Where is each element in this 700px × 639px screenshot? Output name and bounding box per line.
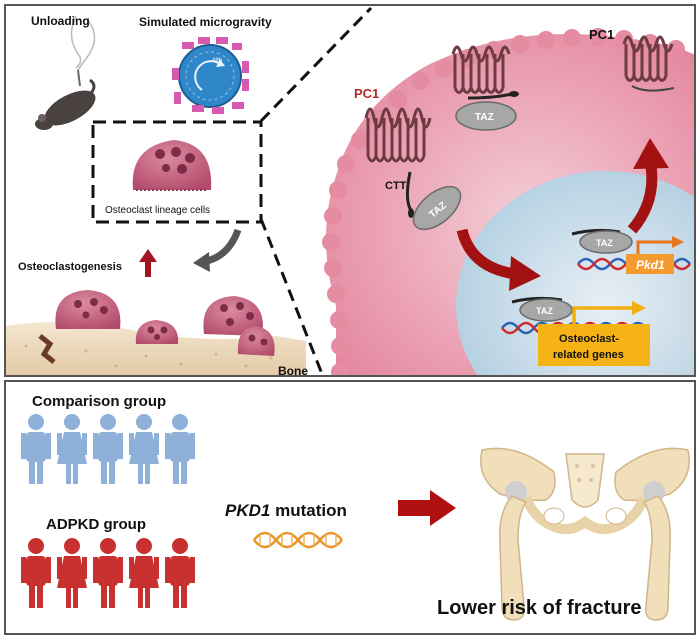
taz-label-top: TAZ	[475, 112, 494, 123]
pkd1-mutation-word: mutation	[270, 501, 347, 520]
mechanism-illustration: Unloading 48h Simulated microgravity Ost…	[6, 6, 694, 377]
osteoclast-genes-label-line2: related genes	[553, 349, 624, 361]
mechanism-panel: Unloading 48h Simulated microgravity Ost…	[4, 4, 696, 377]
taz-label-pkd1: TAZ	[596, 238, 613, 248]
taz-protein-left: TAZ	[412, 185, 462, 231]
translocation-arrow-icon	[456, 228, 517, 280]
taz-protein-genes: TAZ	[511, 296, 573, 322]
outcome-arrow-icon	[398, 490, 456, 526]
translocation-arrowhead	[509, 256, 541, 291]
unloaded-mouse-icon	[35, 15, 96, 130]
ctt-tail-pc1-right	[631, 85, 675, 92]
osteoclastogenesis-label: Osteoclastogenesis	[18, 261, 122, 273]
pc1-protein-left	[364, 107, 432, 163]
simulated-microgravity-label: Simulated microgravity	[139, 15, 272, 29]
pkd1-mutation-label: PKD1 mutation	[225, 501, 347, 520]
clinical-panel: Comparison group ADPKD group PKD1 mutati…	[4, 380, 696, 635]
ctt-tail-top-end	[509, 91, 519, 97]
unloading-label: Unloading	[31, 14, 90, 28]
pkd1-gene-label: Pkd1	[636, 258, 665, 272]
clinical-illustration: Comparison group ADPKD group PKD1 mutati…	[21, 393, 690, 621]
increase-arrow-icon	[139, 249, 157, 277]
rotator-time-label: 48h	[212, 58, 222, 64]
rotating-wall-vessel-icon: 48h	[172, 37, 249, 114]
upregulation-arrowhead	[633, 138, 669, 169]
pc1-right-label: PC1	[589, 27, 614, 42]
osteoclast-lineage-cell	[132, 140, 212, 191]
zoom-line-top	[259, 6, 373, 123]
ctt-tail-top	[467, 92, 513, 100]
osteoclast-genes-label-line1: Osteoclast-	[559, 333, 619, 345]
osteoclast-cells	[55, 290, 275, 356]
comparison-group-people-icon	[21, 414, 195, 484]
osteoclast-lineage-box	[91, 120, 263, 224]
osteoclast-lineage-label: Osteoclast lineage cells	[105, 205, 210, 216]
taz-protein-top: TAZ	[455, 101, 517, 131]
pelvis-femurs-icon	[480, 447, 690, 621]
ctt-tail-left-end	[408, 208, 414, 218]
taz-protein-pkd1: TAZ	[571, 228, 633, 254]
adpkd-group-people-icon	[21, 538, 195, 608]
bone-surface	[6, 322, 306, 375]
outcome-label: Lower risk of fracture	[437, 597, 642, 619]
taz-label-genes: TAZ	[536, 306, 553, 316]
upregulation-arrow-icon	[627, 165, 658, 234]
zoom-line-bottom	[259, 218, 325, 375]
genes-transcription-arrow-icon	[572, 301, 646, 324]
adpkd-group-label: ADPKD group	[46, 516, 146, 533]
differentiation-arrowhead	[193, 252, 210, 272]
osteoclast-genes-box	[538, 324, 650, 366]
pkd1-transcription-arrow-icon	[636, 236, 684, 254]
pc1-left-label: PC1	[354, 86, 379, 101]
pkd1-mutation-gene: PKD1	[225, 501, 270, 520]
dna-helix-icon	[253, 531, 343, 549]
comparison-group-label: Comparison group	[32, 393, 166, 410]
pkd1-gene-box	[626, 254, 674, 274]
ctt-label: CTT	[385, 180, 407, 192]
pc1-protein-right	[622, 35, 674, 82]
pc1-protein-top	[451, 45, 511, 94]
bone-label: Bone	[278, 364, 308, 377]
